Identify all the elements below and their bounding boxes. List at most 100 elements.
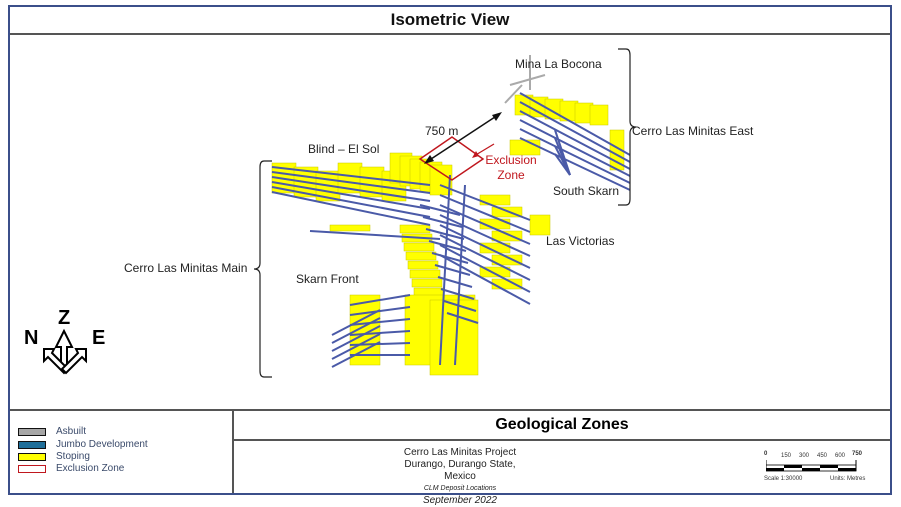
drift (519, 101, 631, 163)
drift (439, 244, 531, 293)
drift (271, 181, 431, 210)
project-name: Cerro Las Minitas Project (403, 447, 517, 458)
title-block: Asbuilt Jumbo Development Stoping Exclus… (10, 409, 890, 506)
label-exclusion-zone: Exclusion Zone (485, 153, 537, 182)
drift (439, 174, 451, 366)
label-distance: 750 m (425, 124, 459, 138)
stope (329, 224, 371, 232)
scale-units: Units: Metres (830, 476, 866, 482)
drift (271, 171, 431, 194)
label-south-skarn: South Skarn (553, 184, 620, 198)
legend-item-jumbo-development: Jumbo Development (18, 439, 148, 450)
compass-arrows-icon (43, 328, 87, 375)
stope (479, 266, 511, 278)
scale-tick: 600 (835, 453, 846, 459)
compass: N Z E (24, 307, 114, 382)
main-bracket (253, 160, 272, 378)
compass-z: Z (58, 307, 71, 329)
drift (439, 204, 531, 245)
stope (589, 104, 609, 126)
stope (479, 194, 511, 206)
stope (409, 269, 441, 279)
legend-label: Stoping (56, 451, 90, 462)
label-las-victorias: Las Victorias (546, 234, 615, 248)
scale-tick: 450 (817, 453, 828, 459)
drift (434, 264, 471, 276)
label-skarn-front: Skarn Front (296, 272, 359, 286)
drift (439, 194, 531, 233)
drift (439, 234, 531, 281)
label-cerro-las-minitas-main: Cerro Las Minitas Main (124, 261, 248, 275)
scale-tick: 750 (852, 451, 863, 457)
drift (428, 240, 467, 252)
legend-item-asbuilt: Asbuilt (18, 426, 86, 437)
map-subtitle: CLM Deposit Locations (423, 485, 497, 492)
compass-e: E (92, 327, 106, 349)
drift (440, 288, 475, 300)
drift (446, 312, 479, 324)
drift (331, 309, 381, 336)
drift (349, 330, 411, 336)
project-info: Cerro Las Minitas Project Durango, Duran… (390, 447, 530, 507)
drift (271, 166, 431, 186)
drift (271, 191, 431, 226)
drift (504, 84, 523, 104)
drift (331, 341, 381, 368)
compass-n: N (24, 327, 39, 349)
scale-bar-graphic (766, 460, 857, 472)
project-location: Durango, Durango State, Mexico (404, 459, 516, 482)
exclusion-zone-shape (418, 136, 485, 181)
drift (271, 186, 431, 218)
drift (554, 153, 571, 176)
stoping-swatch (18, 452, 46, 461)
drift (271, 176, 431, 202)
drift (439, 214, 531, 257)
label-mina-la-bocona: Mina La Bocona (515, 57, 602, 71)
drift (422, 216, 463, 228)
drift (309, 230, 441, 240)
drift (437, 276, 473, 288)
drift (331, 317, 381, 344)
drift (439, 254, 531, 305)
scale-tick: 0 (764, 451, 768, 457)
label-blind-el-sol: Blind – El Sol (308, 142, 380, 156)
exclusion-swatch (18, 464, 46, 473)
distance-arrow (427, 114, 499, 162)
drift (331, 333, 381, 360)
drift (349, 294, 411, 306)
drift (519, 128, 631, 184)
scale-tick: 300 (799, 453, 810, 459)
stope (405, 251, 437, 261)
scale-ratio: Scale 1:30000 (764, 476, 803, 482)
scale-bar: 0 150 300 450 600 750 Scale 1:30000 Unit… (764, 451, 894, 491)
drift (519, 110, 631, 170)
legend-label: Jumbo Development (56, 439, 148, 450)
map-frame: Isometric View Mina La Bocona Cerro Las … (8, 5, 892, 506)
stope (407, 260, 439, 270)
asbuilt-swatch (18, 427, 46, 436)
drift (439, 184, 531, 221)
drift (519, 119, 631, 177)
drift (439, 224, 531, 269)
drift (425, 228, 465, 240)
drift (519, 92, 631, 156)
drift (419, 204, 461, 216)
stope (491, 230, 523, 242)
drift (349, 318, 411, 326)
stope (399, 224, 431, 234)
drift (454, 184, 466, 366)
mine-model (253, 48, 637, 378)
drift (431, 252, 469, 264)
scale-tick: 150 (781, 453, 792, 459)
drift (331, 325, 381, 352)
distance-arrowhead (492, 112, 502, 121)
legend: Asbuilt Jumbo Development Stoping Exclus… (10, 411, 234, 493)
drift (509, 74, 546, 86)
isometric-view: Mina La Bocona Cerro Las Minitas East 75… (10, 35, 890, 409)
drift (519, 137, 631, 191)
east-bracket (618, 48, 637, 206)
legend-item-stoping: Stoping (18, 451, 90, 462)
stope (403, 242, 435, 252)
exclusion-arrowhead (472, 151, 479, 158)
geological-zones-heading: Geological Zones (234, 411, 890, 441)
